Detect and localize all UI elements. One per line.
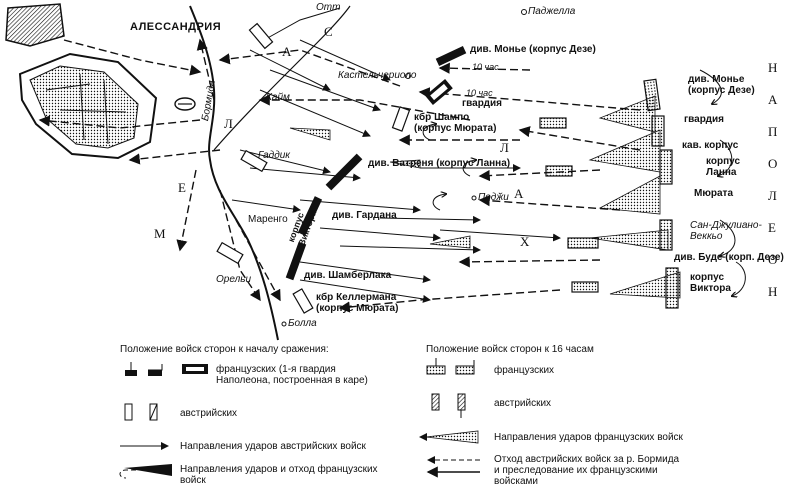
letter-napoleon-2: П (768, 124, 779, 139)
place-markers (281, 9, 527, 327)
fontanone-stream (213, 5, 351, 151)
legend-icons (119, 358, 480, 479)
label-watrin: див. Ватреня (корпус Ланна) (368, 158, 511, 169)
austrian-attack-arrows (231, 39, 561, 303)
legend-french-left: французских (1-я гвардия Наполеона, пост… (216, 364, 368, 386)
label-cav-corps: кав. корпус (682, 140, 739, 151)
legend-left-title: Положение войск сторон к началу сражения… (120, 344, 329, 355)
label-gardane: див. Гардана (332, 210, 397, 221)
letter-napoleon-7: Н (768, 284, 779, 299)
letter-napoleon-6: О (768, 252, 779, 267)
label-ott: Отт (316, 2, 341, 13)
legend-austrian-attacks: Направления ударов австрийских войск (180, 441, 366, 452)
label-time-10a: 10 час (472, 62, 499, 72)
letter-napoleon-1: А (768, 92, 779, 107)
letter-melas-3: А (282, 44, 293, 59)
letter-napoleon-3: О (768, 156, 779, 171)
label-guard-right: гвардия (684, 114, 724, 125)
label-monye-right: див. Монье (корпус Дезе) (688, 74, 755, 96)
legend-french-right: французских (494, 365, 555, 376)
letter-napoleon-5: Е (768, 220, 777, 235)
french-attack-wedges (289, 95, 681, 299)
letter-melas-0: М (154, 226, 167, 241)
french-units-start (285, 46, 467, 281)
label-monye-left: див. Монье (корпус Дезе) (470, 44, 596, 55)
label-padzhella: Паджелла (528, 6, 576, 17)
label-chambarlac: див. Шамберлака (304, 270, 392, 281)
label-castelceriolo: Кастельчериоло (338, 70, 417, 81)
alessandria-city (5, 3, 158, 160)
label-alessandria: АЛЕССАНДРИЯ (130, 21, 222, 33)
label-time-10b: 10 час (466, 88, 493, 98)
label-san-juliano: Сан-Джулиано- Веккьо (690, 220, 762, 242)
letter-lakh-1: А (514, 186, 525, 201)
label-orelya: Орельи (216, 274, 252, 285)
legend-austrian-right: австрийских (494, 398, 552, 409)
legend-austrian-retreat: Отход австрийских войск за р. Бормида и … (494, 454, 680, 487)
label-viktor-corps: корпус Виктора (690, 272, 731, 294)
label-champo: кбр Шампо (корпус Мюрата) (414, 112, 497, 134)
label-murat: Мюрата (694, 188, 733, 199)
label-kaim: Кайм (266, 92, 290, 103)
road-north (263, 7, 341, 41)
bormida-river (189, 5, 279, 341)
french-retreat-arrows (38, 38, 641, 313)
label-podzhi: Подӂи (478, 192, 509, 203)
french-units-16h (539, 78, 679, 309)
legend-french-attacks-retreat: Направления ударов и отход французских в… (180, 464, 378, 486)
letter-melas-4: С (324, 24, 334, 39)
legend-french-attacks: Направления ударов французских войск (494, 432, 683, 443)
legend-austrian-left: австрийских (180, 408, 238, 419)
label-bolla: Болла (288, 318, 317, 329)
label-boudet: див. Буде (корп. Дезе) (674, 252, 784, 263)
label-kellerman: кбр Келлермана (корпус Мюрата) (316, 292, 399, 314)
letter-melas-2: Л (224, 116, 234, 131)
letter-napoleon-0: Н (768, 60, 779, 75)
label-gadik: Гаддик (258, 150, 291, 161)
bridgehead (174, 97, 196, 111)
letter-napoleon-4: Л (768, 188, 778, 203)
letter-melas-1: Е (178, 180, 187, 195)
letter-lakh-0: Л (500, 140, 510, 155)
french-guard-square (425, 79, 453, 105)
label-lann-corps: корпус Ланна (706, 156, 741, 178)
austrian-units-start (216, 22, 411, 314)
legend-right-title: Положение войск сторон к 16 часам (426, 344, 594, 355)
austrian-retreat-arrows (422, 69, 746, 296)
label-guard-left: гвардия (462, 98, 502, 109)
letter-lakh-2: Х (520, 234, 531, 249)
label-marengo: Маренго (248, 214, 288, 225)
